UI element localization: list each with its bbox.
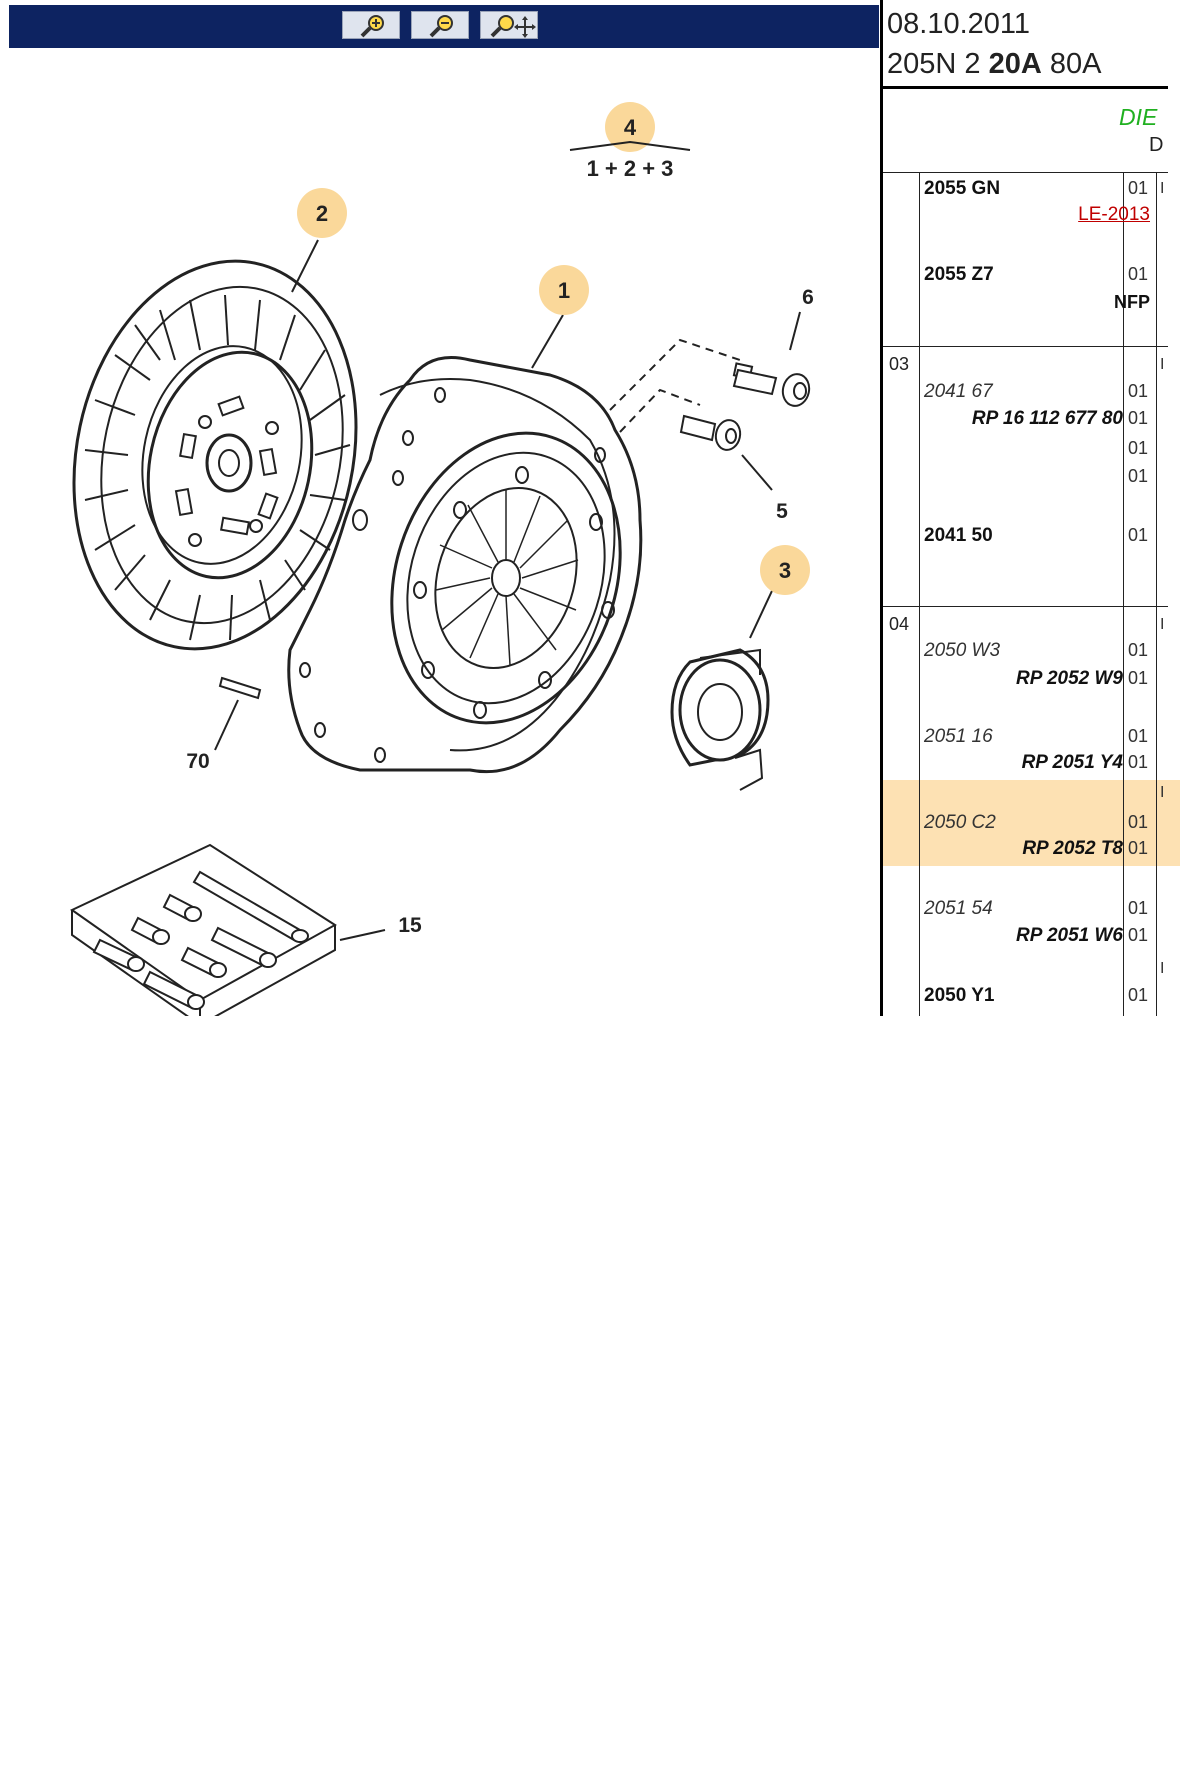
callout-2[interactable]: 2 bbox=[297, 188, 347, 238]
clutch-diagram: 4 1 + 2 + 3 bbox=[70, 102, 814, 1016]
part-number[interactable]: 2050 C2 bbox=[924, 812, 996, 833]
part-number[interactable]: 2055 Z7 bbox=[924, 264, 994, 285]
quantity: 01 bbox=[1128, 668, 1149, 688]
truncated-cell: I bbox=[1160, 180, 1165, 197]
part-label-5: 5 bbox=[776, 500, 788, 523]
quantity: 01 bbox=[1128, 726, 1149, 746]
zoom-out-icon bbox=[429, 15, 453, 38]
quantity: 01 bbox=[1128, 812, 1149, 832]
svg-text:1: 1 bbox=[558, 278, 570, 303]
pane-divider[interactable] bbox=[880, 0, 883, 1016]
pressure-plate bbox=[287, 356, 643, 774]
quantity: 01 bbox=[1128, 466, 1149, 486]
svg-text:3: 3 bbox=[779, 558, 791, 583]
catalog-date: 08.10.2011 bbox=[887, 8, 1030, 40]
app-window: 4 1 + 2 + 3 bbox=[0, 0, 1180, 1016]
truncated-cell: I bbox=[1160, 616, 1165, 633]
quantity: 01 bbox=[1128, 525, 1149, 545]
quantity: 01 bbox=[1128, 925, 1149, 945]
zoom-in-icon bbox=[360, 15, 384, 38]
engine-type-label: DIE bbox=[1119, 104, 1158, 130]
header-rule bbox=[883, 86, 1168, 89]
engine-subtype-label: D bbox=[1149, 134, 1164, 156]
nfp-note: NFP bbox=[1114, 292, 1150, 312]
pan-zoom-button[interactable] bbox=[480, 11, 538, 39]
assembly-formula: 1 + 2 + 3 bbox=[587, 156, 674, 181]
model-code: 205N 2 20A 80A bbox=[887, 48, 1102, 80]
diagram-toolbar bbox=[9, 5, 879, 48]
quantity: 01 bbox=[1128, 408, 1149, 428]
replacement-part[interactable]: RP 2051 W6 bbox=[1015, 925, 1123, 946]
svg-text:2: 2 bbox=[316, 201, 328, 226]
part-label-15: 15 bbox=[398, 914, 422, 937]
part-label-6: 6 bbox=[802, 286, 814, 309]
truncated-cell: I bbox=[1160, 960, 1165, 977]
group-number: 03 bbox=[889, 354, 910, 374]
part-number[interactable]: 2051 54 bbox=[924, 898, 993, 919]
parts-list-pane: 08.10.2011 205N 2 20A 80A DIE D 2055 GN … bbox=[883, 0, 1180, 1016]
callout-3[interactable]: 3 bbox=[760, 545, 810, 595]
truncated-cell: I bbox=[1160, 356, 1165, 373]
part-number[interactable]: 2051 16 bbox=[924, 726, 993, 747]
pan-zoom-icon bbox=[490, 15, 536, 38]
replacement-part[interactable]: RP 2051 Y4 bbox=[1021, 752, 1123, 773]
clutch-disc bbox=[72, 259, 358, 651]
quantity: 01 bbox=[1128, 264, 1149, 284]
part-number[interactable]: 2041 50 bbox=[924, 525, 993, 546]
quantity: 01 bbox=[1128, 381, 1149, 401]
le-2013-link[interactable]: LE-2013 bbox=[1078, 204, 1150, 225]
pin-kit-box bbox=[70, 843, 337, 1016]
quantity: 01 bbox=[1128, 640, 1149, 660]
dowel-pin-70 bbox=[218, 676, 262, 700]
zoom-in-button[interactable] bbox=[342, 11, 400, 39]
zoom-out-button[interactable] bbox=[411, 11, 469, 39]
quantity: 01 bbox=[1128, 178, 1149, 198]
callout-1[interactable]: 1 bbox=[539, 265, 589, 315]
replacement-part[interactable]: RP 16 112 677 80 bbox=[971, 408, 1123, 429]
bolt-6 bbox=[732, 362, 811, 407]
part-number[interactable]: 2050 W3 bbox=[924, 640, 1001, 661]
quantity: 01 bbox=[1128, 752, 1149, 772]
group-number: 04 bbox=[889, 614, 910, 634]
part-label-70: 70 bbox=[186, 750, 209, 773]
svg-text:4: 4 bbox=[624, 115, 637, 140]
quantity: 01 bbox=[1128, 985, 1149, 1005]
part-number[interactable]: 2041 67 bbox=[924, 381, 993, 402]
bolt-5 bbox=[679, 414, 742, 451]
part-number[interactable]: 2050 Y1 bbox=[924, 985, 995, 1006]
brace-line bbox=[569, 140, 691, 151]
diagram-pane: 4 1 + 2 + 3 bbox=[0, 0, 880, 1016]
quantity: 01 bbox=[1128, 438, 1149, 458]
replacement-part[interactable]: RP 2052 T8 bbox=[1022, 838, 1123, 859]
quantity: 01 bbox=[1128, 838, 1149, 858]
replacement-part[interactable]: RP 2052 W9 bbox=[1015, 668, 1123, 689]
leader-line bbox=[291, 239, 319, 293]
callout-4[interactable]: 4 bbox=[605, 102, 655, 152]
release-bearing bbox=[670, 648, 770, 791]
quantity: 01 bbox=[1128, 898, 1149, 918]
highlighted-row[interactable] bbox=[883, 780, 1180, 866]
truncated-cell: I bbox=[1160, 784, 1165, 801]
part-number[interactable]: 2055 GN bbox=[924, 178, 1001, 199]
leader-line bbox=[531, 314, 564, 369]
